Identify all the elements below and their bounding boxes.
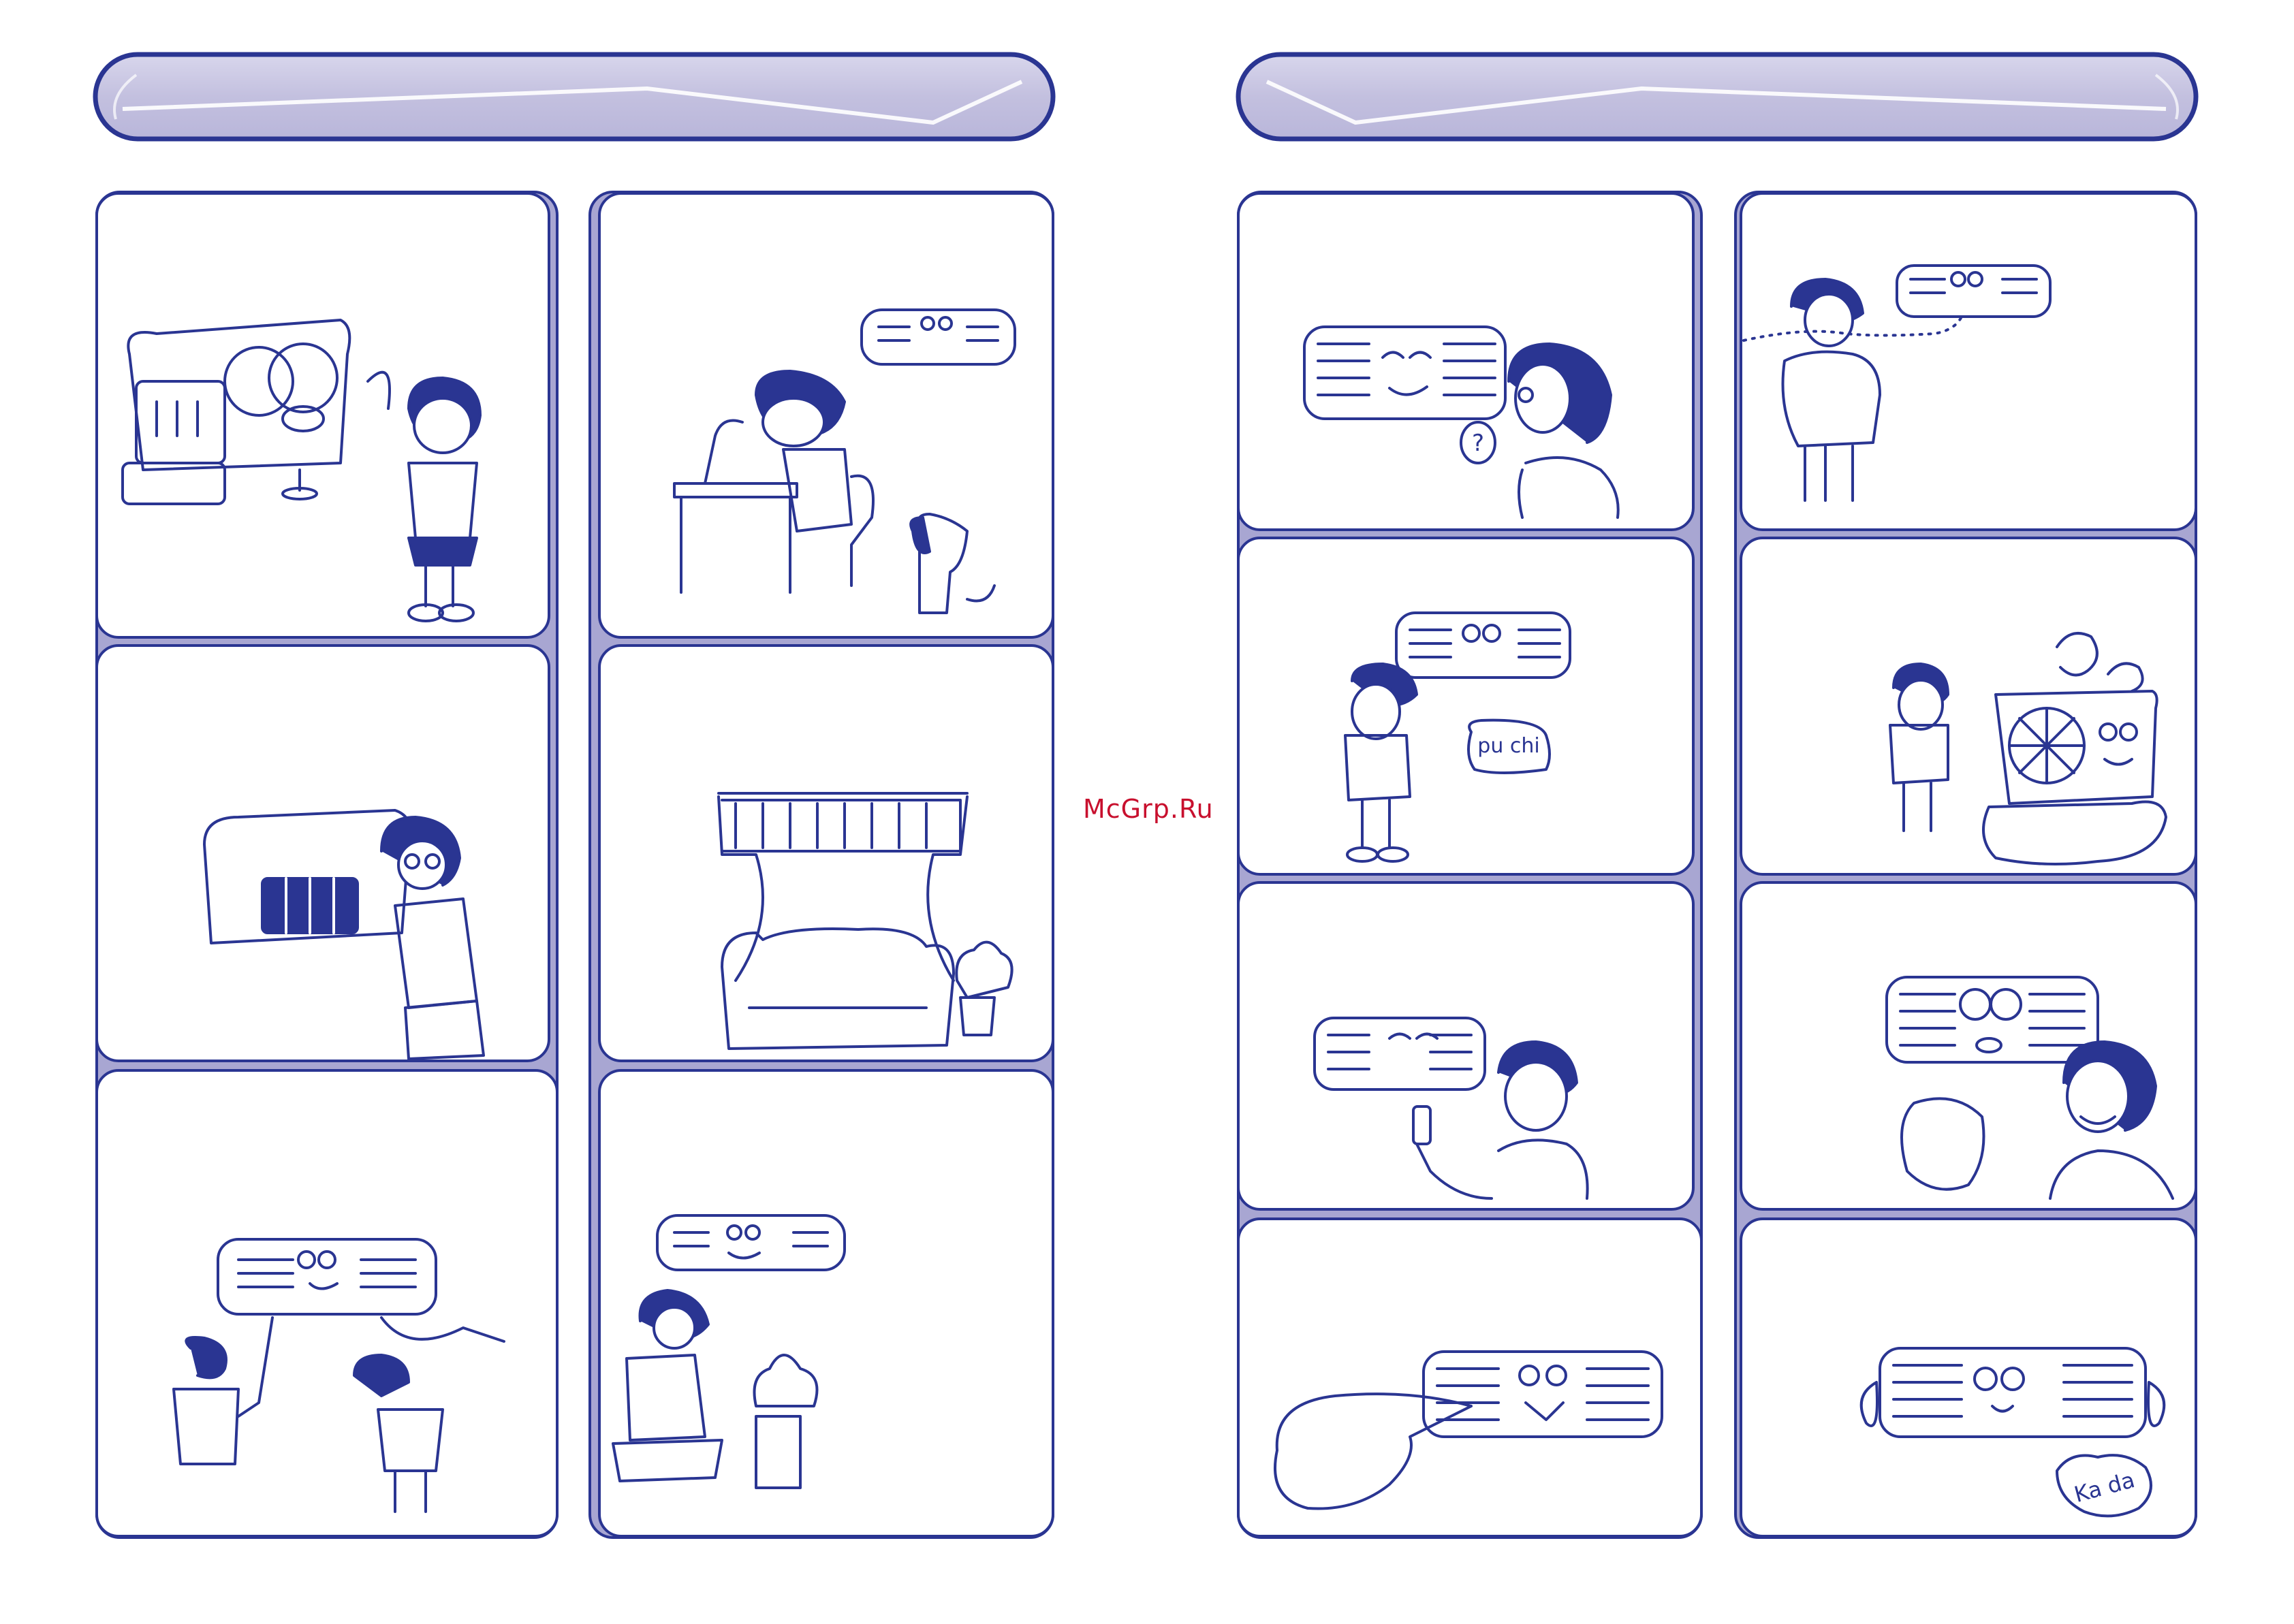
panel-2 <box>97 646 549 1061</box>
bubble-question: ? <box>1472 430 1484 457</box>
right-banner <box>1238 54 2196 139</box>
panel-3 <box>97 1070 557 1536</box>
watermark-text: McGrp.Ru <box>1083 794 1214 824</box>
bubble-pu-chi: pu chi <box>1477 734 1539 758</box>
panel-9 <box>1238 882 1693 1209</box>
left-banner <box>95 54 1053 139</box>
panel-8 <box>1238 538 1693 874</box>
panel-12 <box>1741 538 2196 874</box>
panel-11 <box>1741 193 2196 530</box>
panel-10 <box>1238 1219 1701 1536</box>
